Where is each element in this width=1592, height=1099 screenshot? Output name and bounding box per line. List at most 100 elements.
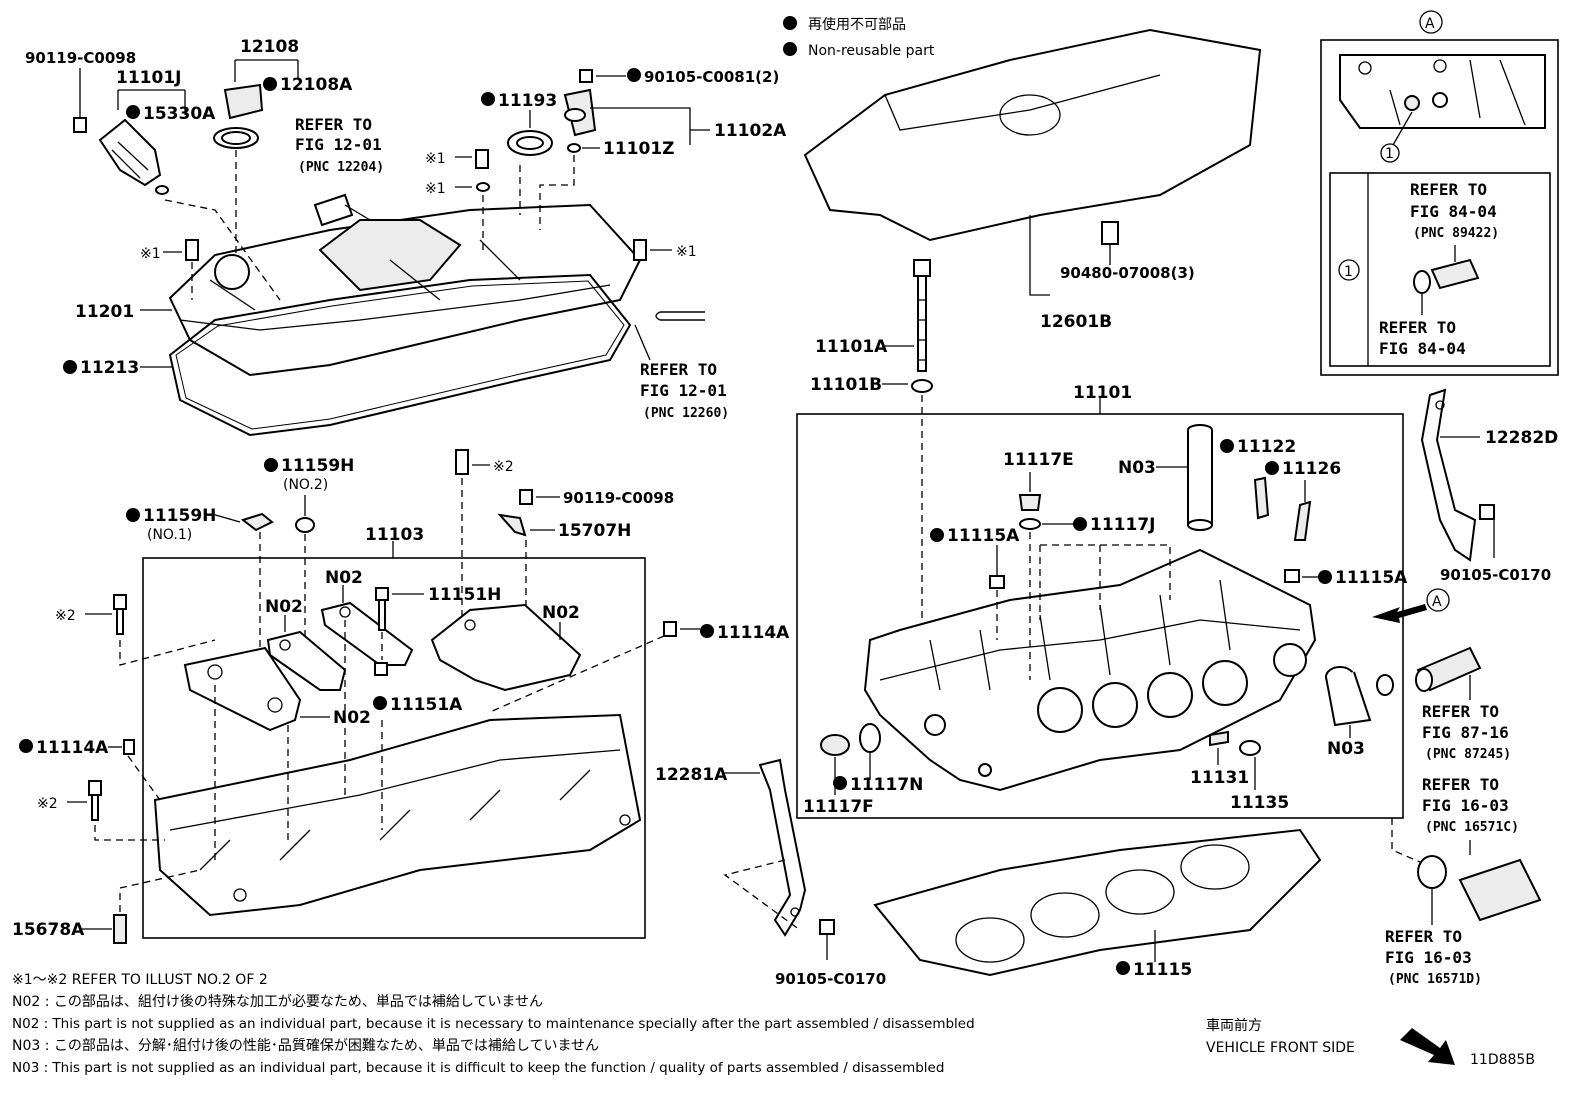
label-11151A: 11151A <box>390 695 463 715</box>
label-12601B: 12601B <box>1040 312 1112 332</box>
engine-cover <box>803 28 1262 296</box>
inset-box <box>1320 39 1559 376</box>
legend-jp: 再使用不可部品 <box>808 16 906 33</box>
camshaft-housing <box>153 713 642 917</box>
refer-12204-line1: REFER TO <box>295 115 372 134</box>
label-11114A-right: 11114A <box>717 623 790 643</box>
label-15330A: 15330A <box>143 104 216 124</box>
label-11131: 11131 <box>1190 768 1249 788</box>
view-arrow <box>1372 604 1427 623</box>
refer-8404-line1: REFER TO <box>1379 318 1456 337</box>
refer-16571d-line2: FIG 16-03 <box>1385 948 1472 967</box>
legend: 再使用不可部品 Non-reusable part <box>783 16 935 59</box>
camshaft-bearing-cap-3 <box>320 601 414 666</box>
label-90105-c0081: 90105-C0081(2) <box>644 68 779 86</box>
refer-16571d-line3: (PNC 16571D) <box>1388 972 1482 987</box>
inset-a-view <box>1339 54 1546 129</box>
label-90119-c0098-mid: 90119-C0098 <box>563 489 674 507</box>
label-11115A-right: 11115A <box>1335 568 1408 588</box>
head-bolt <box>913 259 931 372</box>
label-90105-c0170-bottom: 90105-C0170 <box>775 970 886 988</box>
label-11159H-no1: 11159H <box>143 506 216 526</box>
note-line2: N02 : この部品は、組付け後の特殊な加工が必要なため、単品では補給していませ… <box>12 994 543 1010</box>
label-n02-a: N02 <box>333 708 371 728</box>
label-12281A: 12281A <box>655 765 728 785</box>
refer-16571c-line1: REFER TO <box>1422 775 1499 794</box>
label-11101B: 11101B <box>810 375 882 395</box>
refer-89422-line1: REFER TO <box>1410 180 1487 199</box>
label-12108A: 12108A <box>280 75 353 95</box>
label-90105-c0170-right: 90105-C0170 <box>1440 566 1551 584</box>
refer-8404-line2: FIG 84-04 <box>1379 339 1466 358</box>
label-11115A-left: 11115A <box>947 526 1020 546</box>
note-line5: N03 : This part is not supplied as an in… <box>12 1060 944 1076</box>
refer-16571d-line1: REFER TO <box>1385 927 1462 946</box>
label-15678A: 15678A <box>12 920 85 940</box>
refer-12204-line2: FIG 12-01 <box>295 135 382 154</box>
mark1-b: ※1 <box>425 181 446 197</box>
camshaft-housing-box <box>142 557 646 939</box>
camshaft-bearing-cap-1 <box>183 646 302 732</box>
refer-16571c-line2: FIG 16-03 <box>1422 796 1509 815</box>
label-11117N: 11117N <box>850 775 923 795</box>
hose-87245 <box>1415 646 1482 692</box>
label-11151H: 11151H <box>428 585 501 605</box>
camshaft-bearing-cap-4 <box>430 603 582 692</box>
label-11117E: 11117E <box>1003 450 1074 470</box>
label-11193: 11193 <box>498 91 557 111</box>
label-11201: 11201 <box>75 302 134 322</box>
mark2-a: ※2 <box>493 459 514 475</box>
engine-hanger-front <box>758 758 807 937</box>
label-11213: 11213 <box>80 358 139 378</box>
diagram-code: 11D885B <box>1470 1052 1535 1068</box>
label-11117J: 11117J <box>1090 515 1155 535</box>
pcv-valve <box>313 193 371 227</box>
label-12108: 12108 <box>240 37 299 57</box>
note-line4: N03 : この部品は、分解･組付け後の性能･品質確保が困難なため、単品では補給… <box>12 1038 599 1054</box>
spark-plug-tube <box>1187 424 1213 531</box>
cylinder-head-gasket <box>873 828 1322 977</box>
ref-a-arrow: A <box>1432 594 1442 610</box>
oil-filler-cap <box>213 83 264 149</box>
vehicle-front-en: VEHICLE FRONT SIDE <box>1206 1040 1355 1056</box>
inset-1-b: 1 <box>1344 264 1353 280</box>
refer-87245-line1: REFER TO <box>1422 702 1499 721</box>
camshaft-bearing-cap-2 <box>266 630 347 691</box>
mark1-c: ※1 <box>140 246 161 262</box>
label-15707H: 15707H <box>558 521 631 541</box>
hose-clamp <box>1417 855 1542 922</box>
refer-87245-line2: FIG 87-16 <box>1422 723 1509 742</box>
label-11117F: 11117F <box>803 797 874 817</box>
label-n03-a: N03 <box>1118 458 1156 478</box>
oil-control-valve <box>98 118 169 195</box>
label-11122: 11122 <box>1237 437 1296 457</box>
label-90119-c0098-top: 90119-C0098 <box>25 49 136 67</box>
label-11126: 11126 <box>1282 459 1341 479</box>
note-line1: ※1～※2 REFER TO ILLUST NO.2 OF 2 <box>12 972 268 988</box>
refer-89422-line2: FIG 84-04 <box>1410 202 1497 221</box>
front-direction-arrow-icon <box>1400 1028 1455 1065</box>
mark2-c: ※2 <box>37 796 58 812</box>
legend-en: Non-reusable part <box>808 43 935 59</box>
no2-note: (NO.2) <box>283 477 328 493</box>
refer-89422-line3: (PNC 89422) <box>1413 226 1499 241</box>
n03-pipe <box>1325 666 1394 727</box>
label-11101: 11101 <box>1073 383 1132 403</box>
label-12282D: 12282D <box>1485 428 1558 448</box>
label-11101A: 11101A <box>815 337 888 357</box>
oil-pressure-switch <box>1413 245 1480 294</box>
note-line3: N02 : This part is not supplied as an in… <box>12 1016 975 1032</box>
cam-position-sensor <box>563 88 597 137</box>
refer-87245-line3: (PNC 87245) <box>1425 747 1511 762</box>
refer-12260-line1: REFER TO <box>640 360 717 379</box>
label-n02-b: N02 <box>265 597 303 617</box>
label-11103: 11103 <box>365 525 424 545</box>
label-11159H-no2: 11159H <box>281 456 354 476</box>
refer-16571c-line3: (PNC 16571C) <box>1425 820 1519 835</box>
refer-12204-line3: (PNC 12204) <box>298 160 384 175</box>
refer-12260-line2: FIG 12-01 <box>640 381 727 400</box>
nonreusable-mark <box>63 360 77 374</box>
label-11101Z: 11101Z <box>603 139 674 159</box>
label-90480: 90480-07008(3) <box>1060 264 1195 282</box>
